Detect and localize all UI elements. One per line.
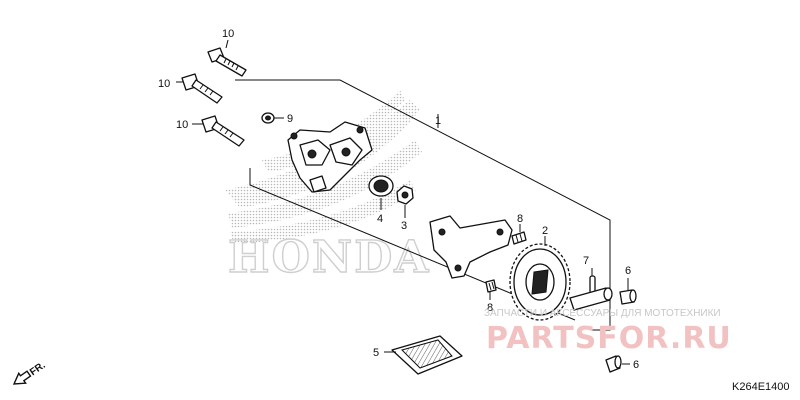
- diagram-code: K264E1400: [732, 381, 790, 393]
- callout-5: 5: [373, 347, 379, 359]
- bolt-top: [207, 47, 247, 77]
- pump-cover-plate: [429, 215, 513, 279]
- callout-10-lower: 10: [176, 119, 188, 131]
- watermark-brand: PARTSFOR.RU: [486, 321, 732, 356]
- screw-lower: [485, 279, 497, 293]
- callout-9: 9: [287, 113, 293, 125]
- dowel-pin: [261, 112, 275, 124]
- honda-logo-text: HONDA: [228, 232, 430, 283]
- screw-upper: [511, 231, 527, 245]
- callout-6-lower: 6: [633, 359, 639, 371]
- callout-8-lower: 8: [487, 302, 493, 314]
- callout-2: 2: [542, 225, 548, 237]
- collar-lower: [605, 355, 622, 373]
- outer-rotor: [368, 175, 394, 197]
- callout-6-right: 6: [625, 265, 631, 277]
- callout-10-middle: 10: [158, 78, 170, 90]
- front-direction-label: FR.: [28, 360, 48, 378]
- oil-pump-body: [287, 121, 373, 193]
- pump-shaft: [569, 287, 613, 311]
- bolt-middle: [181, 73, 223, 104]
- pump-drive-gear: [509, 243, 571, 321]
- callout-4: 4: [377, 213, 383, 225]
- callout-1: 1: [435, 115, 441, 127]
- inner-rotor: [396, 185, 414, 205]
- leader-10a: [225, 39, 229, 49]
- front-direction-indicator: FR.: [12, 360, 48, 385]
- callout-7: 7: [583, 255, 589, 267]
- collar-right: [619, 289, 637, 305]
- watermark-tagline: ЗАПЧАСТИ И АКСЕССУАРЫ ДЛЯ МОТОТЕХНИКИ: [484, 308, 721, 319]
- oil-strainer: [391, 335, 463, 375]
- callout-3: 3: [401, 220, 407, 232]
- callout-8-upper: 8: [517, 213, 523, 225]
- callout-10-top: 10: [222, 28, 234, 40]
- front-arrow-icon: [12, 370, 32, 385]
- bolt-lower: [201, 115, 245, 147]
- assembly-frame: [235, 79, 611, 331]
